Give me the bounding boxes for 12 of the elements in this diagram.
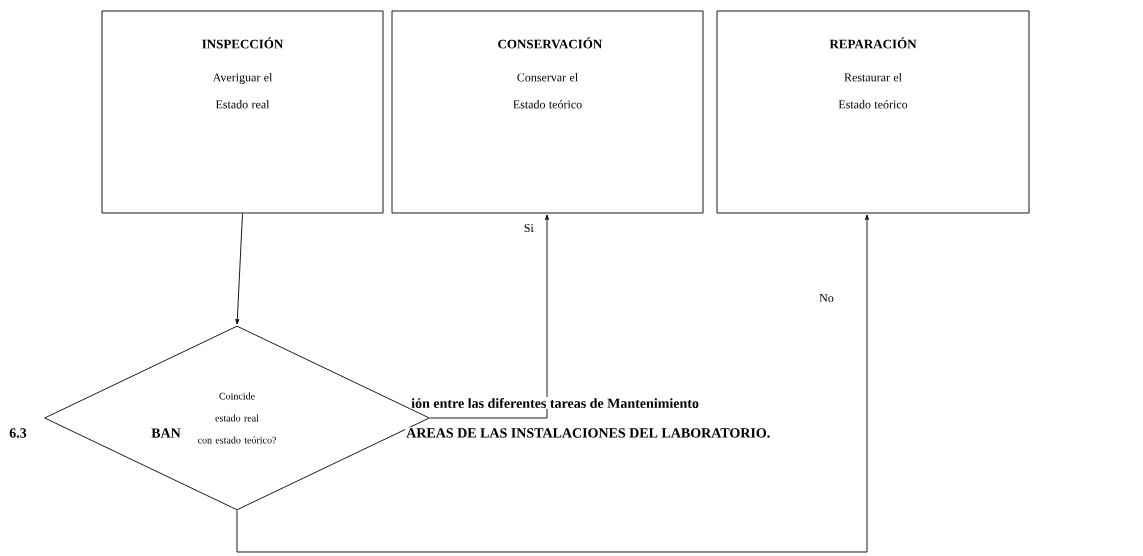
arrow: [235, 213, 243, 325]
heading-text: AREAS DE LAS INSTALACIONES DEL LABORATORIO.: [405, 427, 772, 439]
arrow: [429, 214, 549, 419]
arrow: [236, 214, 869, 553]
heading-text: ión entre las diferentes tareas de Mantenimiento: [410, 397, 700, 409]
heading-text: BAN: [150, 427, 182, 439]
heading-text: 6.3: [8, 427, 28, 439]
edge-label: No: [818, 293, 835, 303]
process-box: CONSERVACIÓN Conservar el Estado teórico: [391, 10, 704, 214]
edge-label: Si: [522, 222, 535, 234]
process-box: REPARACIÓN Restaurar el Estado teórico: [716, 10, 1030, 214]
process-box: INSPECCIÓN Averiguar el Estado real: [101, 10, 384, 214]
